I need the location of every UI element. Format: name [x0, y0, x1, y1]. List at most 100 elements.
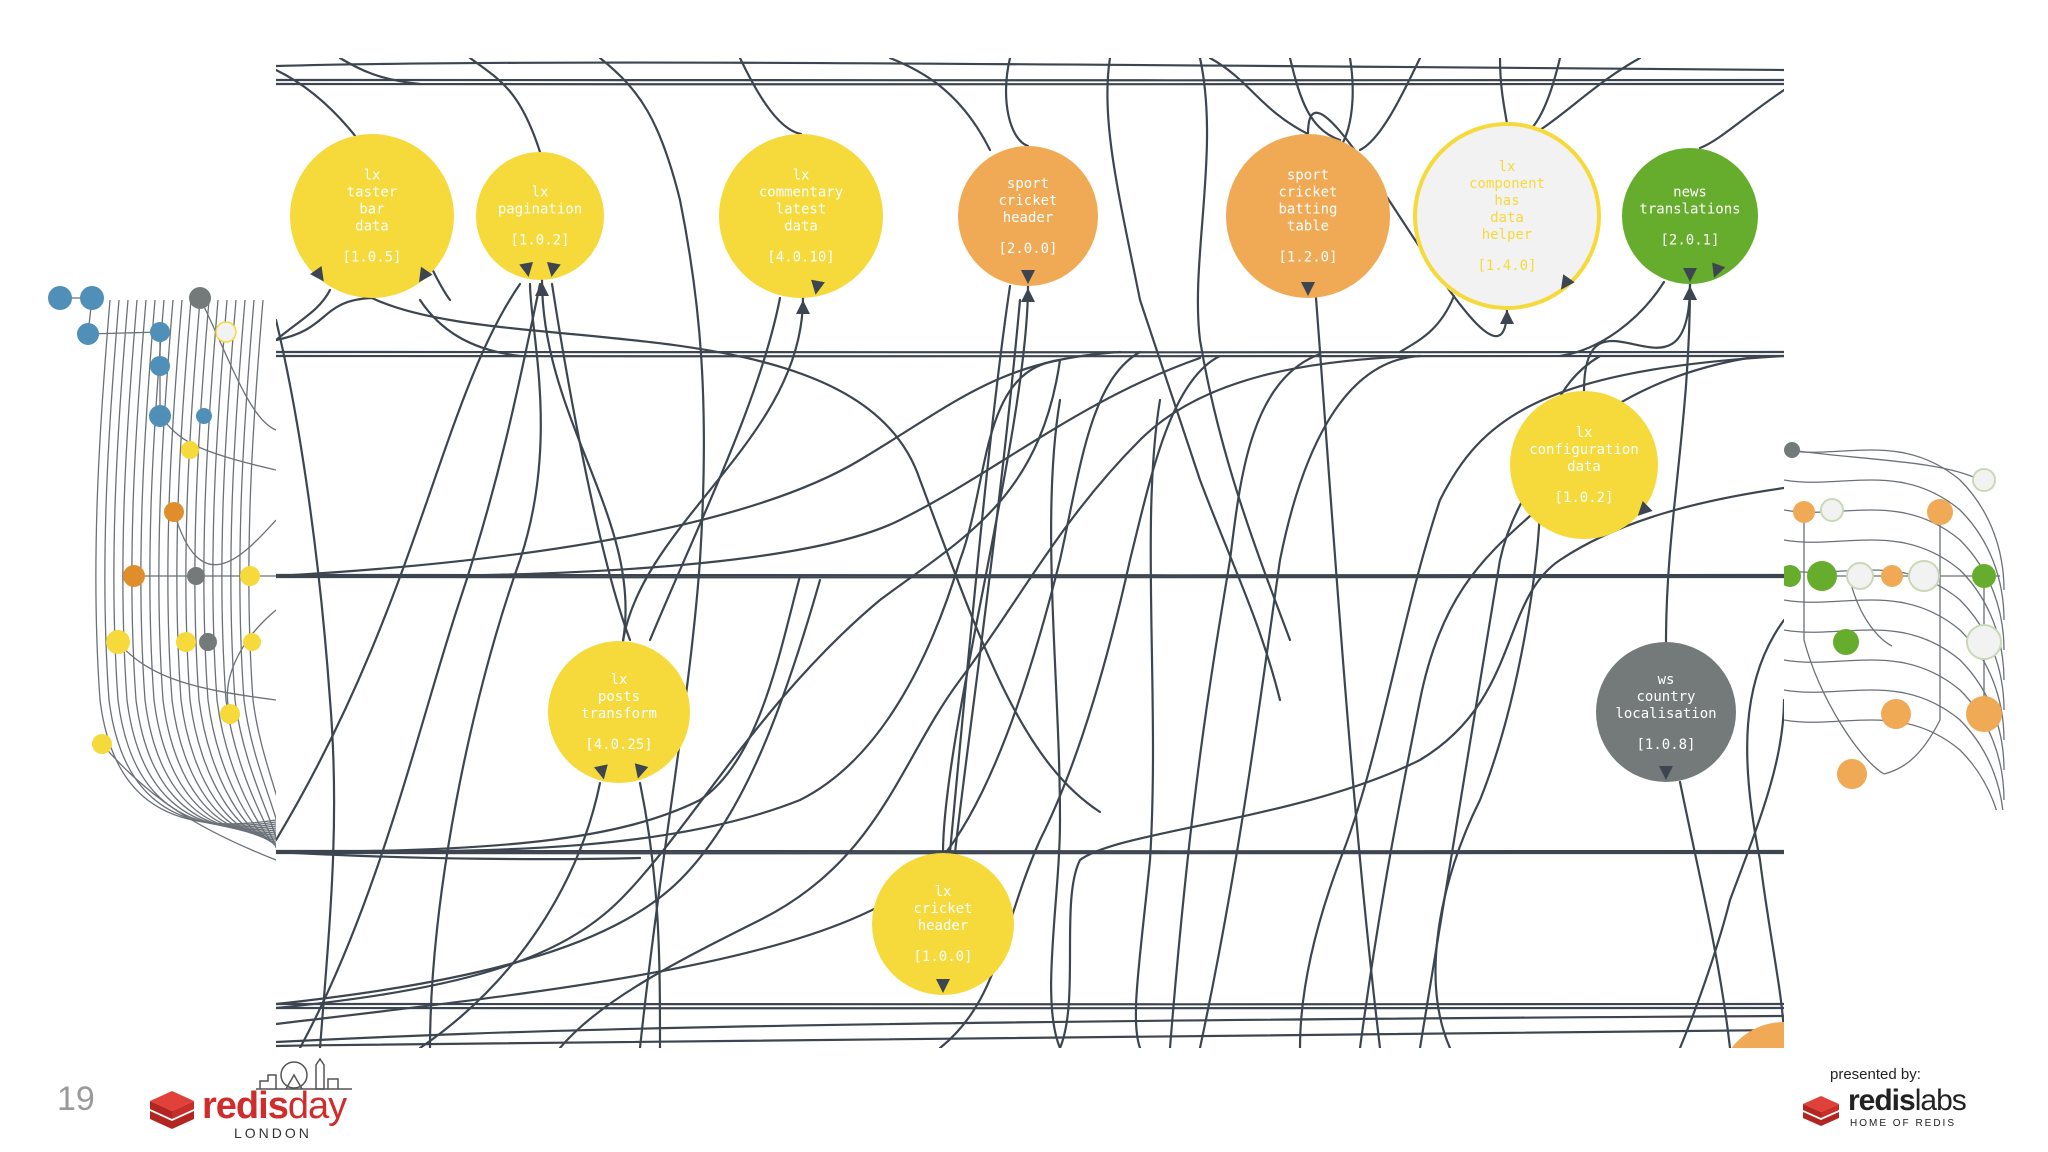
- arrowhead: [594, 764, 608, 780]
- node-version: [4.0.10]: [767, 250, 834, 266]
- mini-node: [1908, 560, 1940, 592]
- redisday-wordmark: redisday: [202, 1085, 347, 1127]
- node-label-line: taster: [347, 185, 398, 201]
- node-layer: lxtasterbardata[1.0.5]lxpagination[1.0.2…: [290, 122, 1784, 1048]
- arrowhead: [634, 763, 649, 779]
- mini-node: [164, 502, 184, 522]
- node-label-line: lx: [611, 672, 628, 688]
- node-label-line: translations: [1639, 202, 1740, 218]
- mini-node: [1784, 442, 1800, 458]
- mini-node: [1881, 565, 1903, 587]
- node-version: [1.0.2]: [510, 233, 569, 249]
- node-version: [4.0.25]: [585, 737, 652, 753]
- node-label-line: data: [784, 219, 818, 235]
- node-label-line: header: [1003, 210, 1054, 226]
- node-label-line: posts: [598, 689, 640, 705]
- mini-node: [1784, 565, 1801, 587]
- node-partial-orange: [1731, 1022, 1784, 1048]
- mini-node: [1966, 624, 2002, 660]
- node-version: [2.0.0]: [998, 241, 1057, 257]
- node-label-line: cricket: [998, 193, 1057, 209]
- node-label-line: data: [1567, 459, 1601, 475]
- mini-node: [196, 408, 212, 424]
- node-label-line: localisation: [1615, 706, 1716, 722]
- mini-node: [48, 286, 72, 310]
- mini-node: [123, 565, 145, 587]
- arrowhead: [936, 979, 950, 993]
- mini-node: [1820, 498, 1844, 522]
- node-label-line: configuration: [1529, 442, 1639, 458]
- node-label-line: news: [1673, 185, 1707, 201]
- arrowhead: [1560, 274, 1575, 290]
- page-number: 19: [57, 1080, 95, 1118]
- redislabs-wordmark: redislabs: [1848, 1084, 1967, 1117]
- mini-node: [149, 405, 171, 427]
- mini-node: [189, 287, 211, 309]
- node-label-line: latest: [776, 202, 827, 218]
- home-of-redis-tagline: HOME OF REDIS: [1850, 1118, 1957, 1129]
- node-label-line: country: [1636, 689, 1695, 705]
- mini-node: [1972, 564, 1996, 588]
- mini-node: [1966, 696, 2002, 732]
- node-label-line: sport: [1007, 176, 1049, 192]
- arrowhead: [310, 266, 324, 282]
- arrowhead: [1021, 270, 1035, 284]
- node-label-line: component: [1469, 176, 1545, 192]
- arrowhead: [418, 266, 433, 283]
- mini-node: [150, 322, 170, 342]
- node-version: [1.0.2]: [1554, 490, 1613, 506]
- mini-node: [1833, 629, 1859, 655]
- redis-cube-icon: [1803, 1096, 1839, 1126]
- mini-node: [1927, 499, 1953, 525]
- mini-node: [1881, 699, 1911, 729]
- mini-node: [1972, 468, 1996, 492]
- redis-cube-icon: [150, 1091, 194, 1129]
- node-label-line: cricket: [1278, 185, 1337, 201]
- arrowhead: [1712, 262, 1726, 279]
- london-label: LONDON: [234, 1125, 312, 1141]
- node-label-line: ws: [1658, 672, 1675, 688]
- arrowhead: [519, 262, 534, 278]
- mini-node: [1846, 562, 1874, 590]
- mini-node: [150, 356, 170, 376]
- node-label-line: commentary: [759, 185, 843, 201]
- mini-node: [176, 632, 196, 652]
- mini-node: [187, 567, 205, 585]
- arrowhead: [1659, 766, 1673, 780]
- node-version: [2.0.1]: [1660, 233, 1719, 249]
- node-label-line: bar: [359, 202, 384, 218]
- node-label-line: helper: [1482, 227, 1533, 243]
- node-version: [1.4.0]: [1477, 258, 1536, 274]
- arrowhead: [811, 279, 825, 295]
- node-label-line: lx: [364, 168, 381, 184]
- presented-by-label: presented by:: [1830, 1066, 1921, 1083]
- node-label-line: has: [1494, 193, 1519, 209]
- node-label-line: lx: [793, 168, 810, 184]
- mini-node: [199, 633, 217, 651]
- node-label-line: lx: [1576, 425, 1593, 441]
- node-label-line: table: [1287, 219, 1329, 235]
- arrowhead: [1301, 282, 1315, 296]
- redislabs-logo: presented by: redislabs HOME OF REDIS: [1800, 1066, 2000, 1138]
- node-version: [1.0.5]: [342, 250, 401, 266]
- london-skyline-icon: [256, 1057, 352, 1090]
- right-mini-graph: [1784, 442, 2005, 810]
- node-version: [1.2.0]: [1278, 250, 1337, 266]
- left-mini-graph: [48, 286, 276, 861]
- mini-node: [1793, 501, 1815, 523]
- node-label-line: pagination: [498, 202, 582, 218]
- node-label-line: sport: [1287, 168, 1329, 184]
